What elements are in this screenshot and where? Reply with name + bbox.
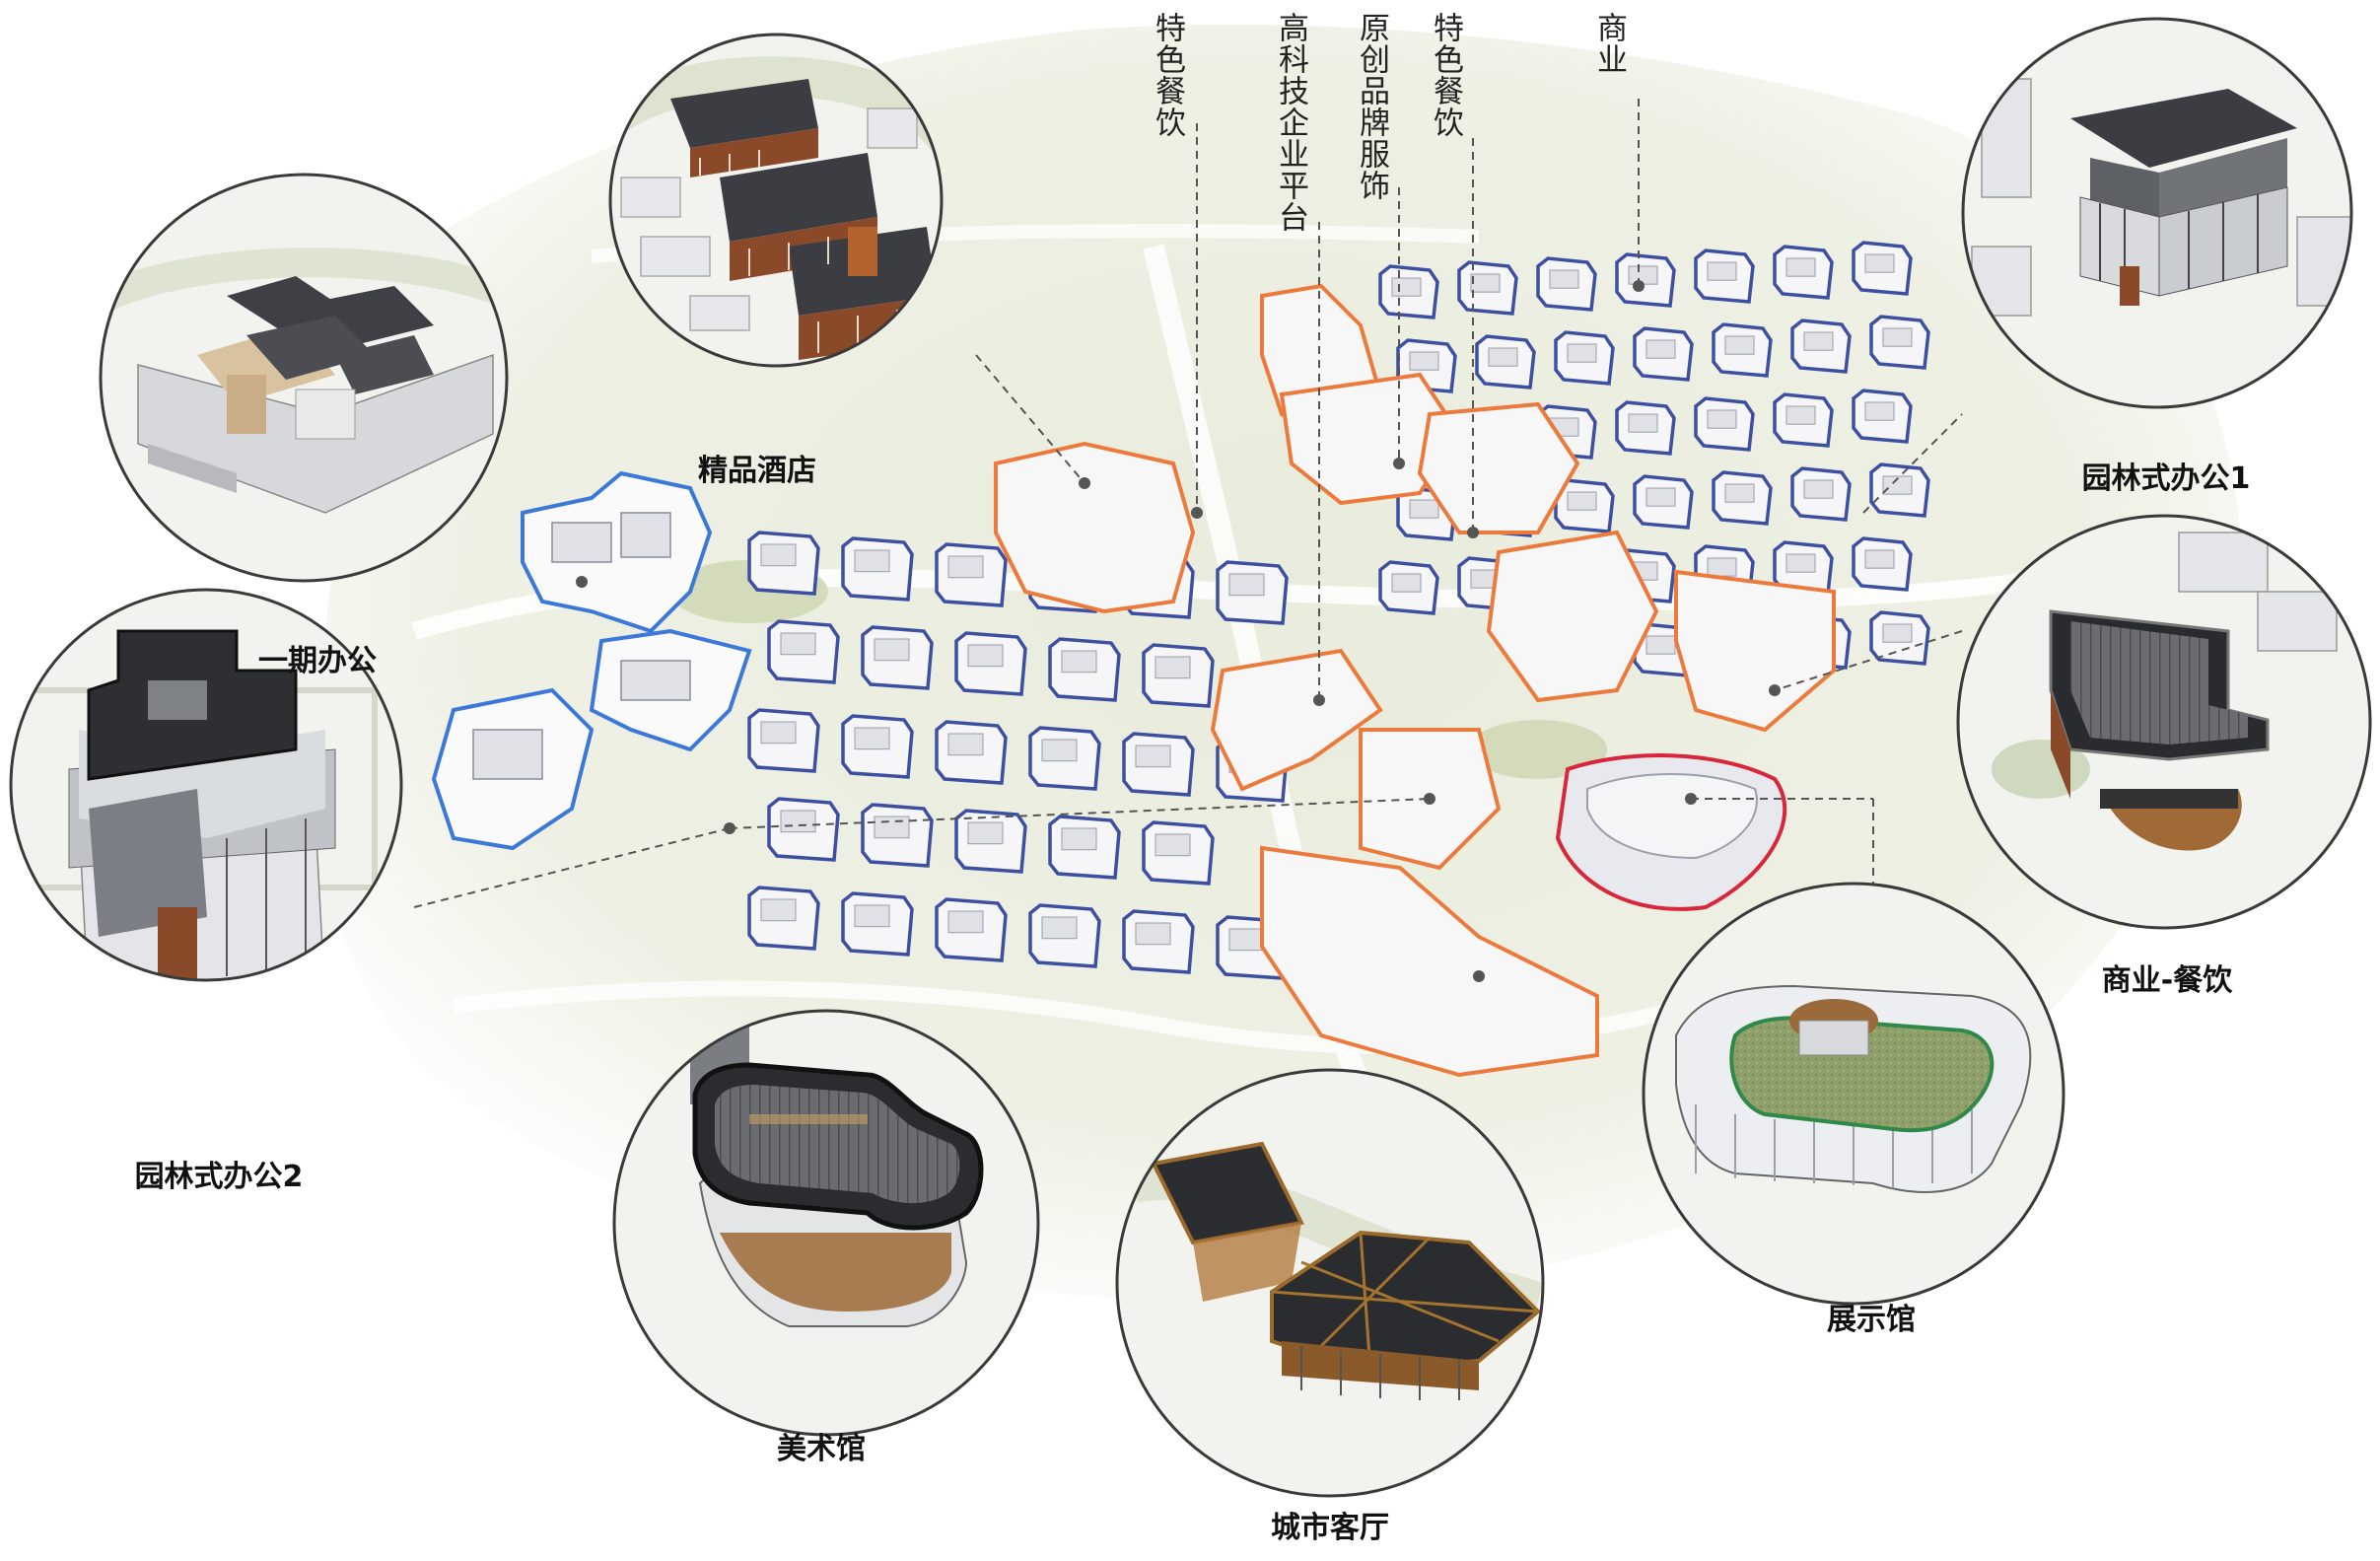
commercial-dining-callout [1956,514,2372,930]
villa-roof [1391,573,1422,593]
villa-roof [854,904,890,928]
exhibition-hall-callout [1642,882,2065,1306]
villa-roof [967,821,1004,845]
villa-roof [1228,573,1265,597]
villa-roof [760,898,797,922]
callout-label-hotel: 精品酒店 [698,454,816,488]
villa-roof [1628,265,1658,285]
villa-roof [947,555,984,579]
zone-label-commerce: 商业 [1591,12,1627,75]
villa-roof [760,721,797,745]
zone-label-special-dining-2: 特色餐饮 [1428,12,1463,138]
phase1-office-callout [99,173,509,583]
villa-roof [947,733,984,756]
villa-roof [780,632,816,656]
callout-label-garden-office-2: 园林式办公2 [134,1160,304,1194]
villa-roof [967,644,1004,668]
callout-label-commercial-dining: 商业-餐饮 [2101,963,2233,998]
villa-roof [1864,401,1895,421]
callout-label-art-museum: 美术馆 [777,1432,866,1466]
villa-roof [1470,273,1501,293]
garden-office-1-callout [1961,17,2353,409]
villa-roof [1391,277,1422,297]
city-lounge-callout [1115,1068,1545,1498]
villa-roof [1803,479,1834,499]
villa-roof [760,543,797,567]
garden-office-2-callout [9,588,403,982]
villa-roof [1041,739,1078,762]
leader-dots [576,280,1781,982]
villa-roof [1785,257,1816,277]
hotel-callout [608,33,944,368]
villa-roof [1409,351,1439,371]
callout-label-phase1-office: 一期办公 [258,644,377,678]
villa-roof [854,727,890,750]
callout-label-exhibition-hall: 展示馆 [1827,1303,1916,1337]
villa-roof [1409,499,1439,519]
villa-roof [1645,487,1676,507]
villa-roof [1882,623,1913,643]
villa-roof [874,816,910,839]
villa-roof [1155,656,1191,679]
villa-roof [1785,405,1816,425]
leader-lines [413,99,1963,908]
villa-roof [1041,916,1078,940]
phase1-office-buildings [431,470,752,851]
villa-roof [1061,650,1097,674]
villa-roof [854,549,890,573]
villa-roof [1724,483,1755,503]
villa-roof [1707,409,1737,429]
villa-roof [1155,833,1191,857]
villa-roof [947,910,984,934]
callout-label-garden-office-1: 园林式办公1 [2081,461,2251,496]
villa-roof [1567,491,1597,511]
callout-label-city-lounge: 城市客厅 [1271,1511,1389,1545]
villa-roof [1549,269,1579,289]
villa-roof [1882,475,1913,495]
villa-roof [1488,347,1518,367]
villa-roof [1864,549,1895,569]
villa-roof [780,810,816,833]
villa-roof [1228,928,1265,952]
villa-roof [1803,331,1834,351]
zone-label-special-dining-1: 特色餐饮 [1150,12,1185,138]
villa-roof [1864,253,1895,273]
villa-roof [874,638,910,662]
villa-roof [1785,553,1816,573]
villa-roof [1707,557,1737,577]
villa-roof [1135,922,1171,946]
villa-office-cluster [747,241,1930,980]
villa-roof [1135,745,1171,768]
villa-roof [1061,827,1097,851]
zone-label-original-brand: 原创品牌服饰 [1354,12,1389,201]
villa-roof [1645,339,1676,359]
villa-roof [1628,413,1658,433]
zone-label-hitech-platform: 高科技企业平台 [1273,12,1308,233]
villa-roof [1882,327,1913,347]
exhibition-hall-building [1555,753,1787,911]
art-museum-callout [612,1009,1040,1437]
villa-roof [1645,635,1676,655]
villa-roof [1707,261,1737,281]
villa-roof [1567,343,1597,363]
villa-roof [1724,335,1755,355]
